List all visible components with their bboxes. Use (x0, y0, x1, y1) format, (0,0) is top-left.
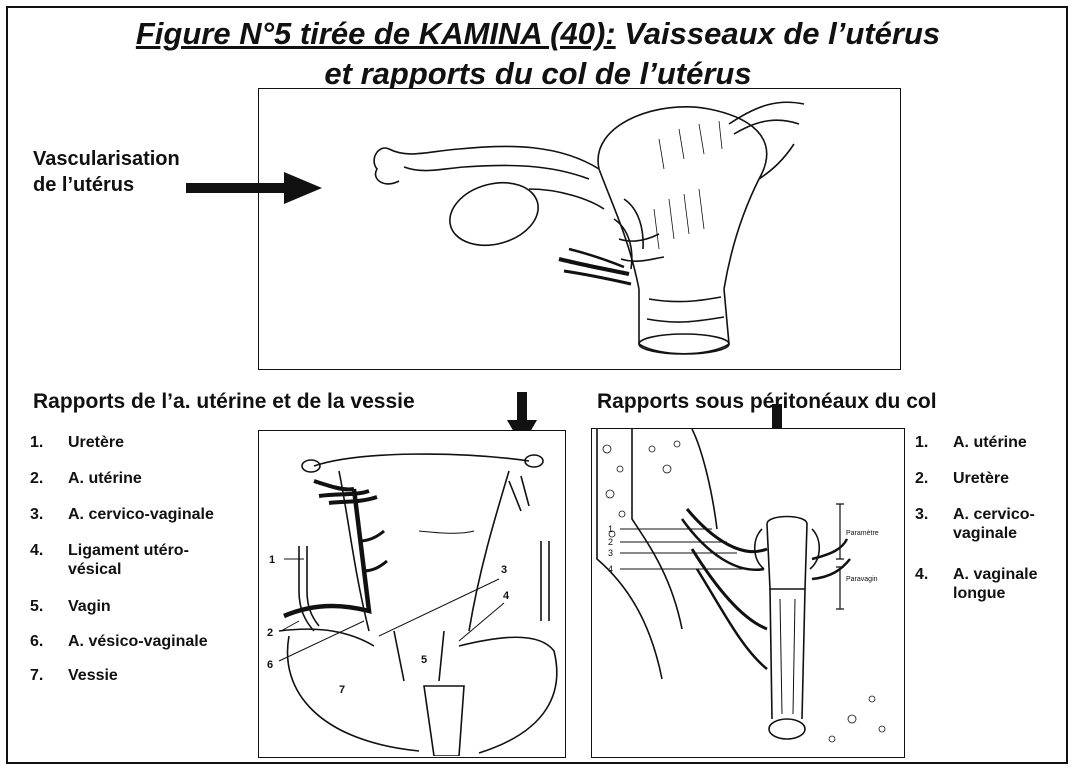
right-figure-label-2: 2 (608, 537, 613, 547)
right-figure-label-4: 4 (608, 564, 613, 574)
right-legend-item-2: 2.Uretère (915, 469, 1063, 488)
figure-label-6: 6 (267, 659, 273, 671)
cervix-relations-panel: 1 2 3 4 Paramètre Paravagin (591, 428, 905, 758)
figure-title-rest: Vaisseaux de l’utérus (616, 16, 941, 51)
legend-item-7: 7.Vessie (30, 666, 268, 685)
legend-item-3: 3.A. cervico-vaginale (30, 505, 268, 524)
legend-item-1: 1.Uretère (30, 433, 268, 452)
legend-item-6: 6.A. vésico-vaginale (30, 632, 268, 651)
right-arrow-icon (186, 172, 326, 206)
right-legend-item-4: 4.A. vaginale longue (915, 565, 1053, 603)
cervix-relations-illustration: 1 2 3 4 Paramètre Paravagin (592, 429, 903, 756)
figure-label-2: 2 (267, 627, 273, 639)
right-legend-item-1: 1.A. utérine (915, 433, 1063, 452)
figure-label-1: 1 (269, 554, 275, 566)
bladder-artery-panel: 1 2 3 4 5 6 7 (258, 430, 566, 758)
paramètre-label: Paramètre (846, 530, 879, 537)
right-figure-label-3: 3 (608, 548, 613, 558)
uterus-vascularisation-panel (258, 88, 901, 370)
vascularisation-label-line2: de l’utérus (33, 172, 180, 198)
figure-label-7: 7 (339, 684, 345, 696)
uterus-vascularisation-illustration (259, 89, 899, 368)
legend-item-5: 5.Vagin (30, 597, 268, 616)
vascularisation-label: Vascularisation de l’utérus (33, 146, 180, 198)
figure-title: Figure N°5 tirée de KAMINA (40): Vaissea… (0, 16, 1076, 52)
figure-title-line2: et rapports du col de l’utérus (0, 56, 1076, 88)
paravagin-label: Paravagin (846, 576, 878, 583)
right-legend-item-3: 3.A. cervico-vaginale (915, 505, 1053, 543)
legend-item-4: 4.Ligament utéro-vésical (30, 541, 218, 579)
bladder-artery-illustration: 1 2 3 4 5 6 7 (259, 431, 564, 756)
figure-title-prefix: Figure N°5 tirée de KAMINA (40): (136, 16, 616, 51)
figure-label-5: 5 (421, 654, 427, 666)
left-section-heading: Rapports de l’a. utérine et de la vessie (33, 390, 415, 414)
vascularisation-label-line1: Vascularisation (33, 146, 180, 172)
legend-item-2: 2.A. utérine (30, 469, 268, 488)
figure-label-3: 3 (501, 564, 507, 576)
right-figure-label-1: 1 (608, 524, 613, 534)
figure-label-4: 4 (503, 590, 510, 602)
